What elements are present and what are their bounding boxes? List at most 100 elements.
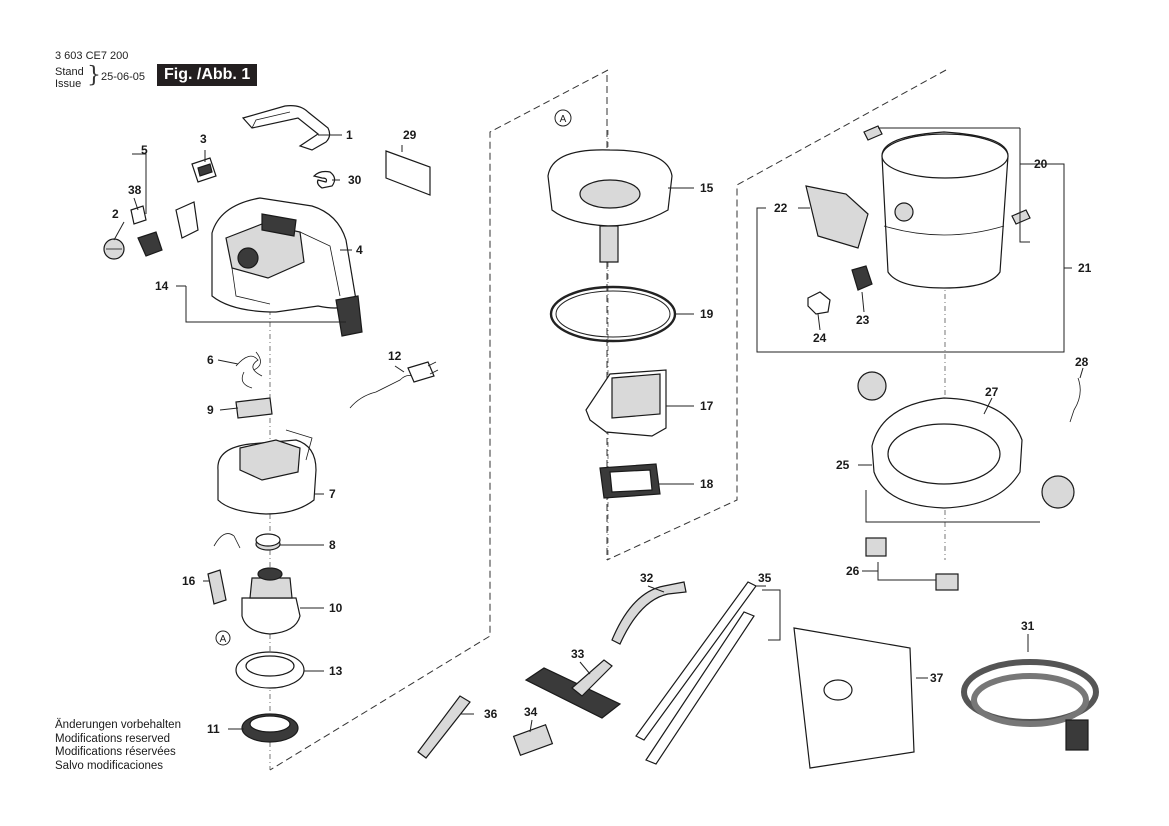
part-hose <box>961 659 1099 751</box>
part-clip <box>312 170 336 189</box>
callout-2: 2 <box>112 207 119 221</box>
modification-notes: Änderungen vorbehalten Modifications res… <box>55 719 181 773</box>
callout-38: 38 <box>128 183 142 197</box>
callout-26: 26 <box>846 564 860 578</box>
bracket-26 <box>877 562 936 581</box>
part-latch <box>191 157 217 183</box>
part-nut <box>807 291 831 315</box>
part-wires <box>235 351 263 389</box>
part-filter <box>599 463 661 499</box>
note-english: Modifications reserved <box>55 732 171 745</box>
callout-33: 33 <box>571 647 585 661</box>
part-label-plate <box>385 150 431 196</box>
callout-14: 14 <box>155 279 169 293</box>
part-floor-nozzle <box>524 659 622 719</box>
part-elbow <box>611 581 687 645</box>
callout-34: 34 <box>524 705 538 719</box>
callout-22: 22 <box>774 201 788 215</box>
part-wheel-right <box>1041 475 1075 509</box>
reference-marker-upper-label: A <box>560 114 567 125</box>
document-number: 3 603 CE7 200 <box>55 50 129 62</box>
part-ring <box>241 713 299 743</box>
part-handle <box>241 105 331 151</box>
bracket-35 <box>762 589 781 641</box>
callout-5: 5 <box>141 143 148 157</box>
callout-11: 11 <box>207 722 220 736</box>
callout-1: 1 <box>346 128 353 142</box>
part-seal <box>235 651 305 689</box>
part-sensor <box>207 533 241 605</box>
callout-35: 35 <box>758 571 772 585</box>
part-filter-bag <box>793 627 915 769</box>
part-pin-right <box>1011 209 1031 225</box>
part-socket-cover <box>805 185 869 249</box>
part-adapter <box>512 724 554 756</box>
bracket-21 <box>756 163 1065 353</box>
note-german: Änderungen vorbehalten <box>55 719 181 731</box>
separator-left <box>269 69 609 771</box>
callout-4: 4 <box>356 243 363 257</box>
part-crevice-nozzle <box>417 695 471 759</box>
stand-label: Stand <box>55 66 84 78</box>
part-o-ring <box>549 285 677 343</box>
reference-marker-upper <box>554 109 572 127</box>
callout-21: 21 <box>1078 261 1092 275</box>
callout-32: 32 <box>640 571 654 585</box>
part-motor-base <box>217 429 317 515</box>
callout-25: 25 <box>836 458 850 472</box>
note-spanish: Salvo modificaciones <box>55 759 164 772</box>
part-filter-cartridge <box>585 369 667 437</box>
callout-3: 3 <box>200 132 207 146</box>
figure-label: Fig. /Abb. 1 <box>157 64 258 86</box>
leader-lines <box>113 134 1084 733</box>
part-bearing <box>255 533 281 551</box>
callout-29: 29 <box>403 128 417 142</box>
part-motor <box>241 567 301 635</box>
brace-symbol: } <box>87 63 101 88</box>
part-caster <box>865 537 959 591</box>
reference-marker-lower-label: A <box>220 634 227 645</box>
callout-10: 10 <box>329 601 343 615</box>
part-pin-top <box>863 125 883 141</box>
issue-date: 25-06-05 <box>101 71 146 83</box>
bracket-25 <box>865 490 1040 523</box>
part-power-cord <box>349 361 439 409</box>
part-knob <box>103 238 125 260</box>
issue-label: Issue <box>55 78 82 90</box>
callout-12: 12 <box>388 349 402 363</box>
part-caster-base <box>871 397 1023 509</box>
callout-15: 15 <box>700 181 714 195</box>
part-switch <box>130 201 199 257</box>
part-side-cover <box>335 295 363 337</box>
reference-marker-lower <box>215 630 231 646</box>
callout-6: 6 <box>207 353 214 367</box>
callout-19: 19 <box>700 307 714 321</box>
callout-20: 20 <box>1034 157 1048 171</box>
callout-28: 28 <box>1075 355 1089 369</box>
part-wheel-left <box>857 371 887 401</box>
bracket-20 <box>1019 128 1030 243</box>
callout-37: 37 <box>930 671 944 685</box>
part-filter-holder <box>547 149 673 263</box>
bracket-14 <box>185 286 346 323</box>
callout-16: 16 <box>182 574 196 588</box>
part-hose-clip <box>1069 377 1081 423</box>
callout-31: 31 <box>1021 619 1035 633</box>
callout-13: 13 <box>329 664 343 678</box>
callout-17: 17 <box>700 399 714 413</box>
callout-7: 7 <box>329 487 336 501</box>
callout-23: 23 <box>856 313 870 327</box>
callout-18: 18 <box>700 477 714 491</box>
part-extension-tubes <box>635 581 757 765</box>
part-terminal <box>235 397 273 419</box>
callout-36: 36 <box>484 707 498 721</box>
callout-24: 24 <box>813 331 827 345</box>
note-french: Modifications réservées <box>55 746 176 759</box>
callout-8: 8 <box>329 538 336 552</box>
callout-30: 30 <box>348 173 362 187</box>
part-container <box>881 131 1009 289</box>
callout-27: 27 <box>985 385 999 399</box>
callout-9: 9 <box>207 403 214 417</box>
